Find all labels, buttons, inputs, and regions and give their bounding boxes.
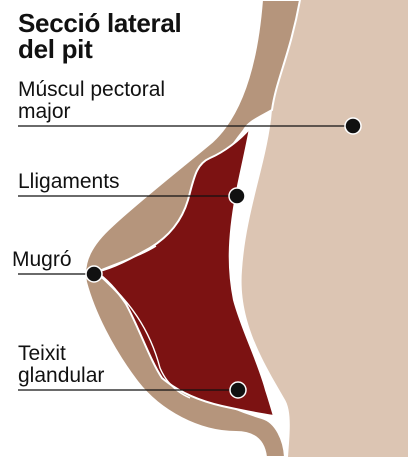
ligaments-label: Lligaments [18, 170, 120, 193]
pectoral-label-line-2: major [18, 100, 71, 123]
nipple-marker-dot [86, 266, 102, 282]
diagram-title-line-2: del pit [18, 36, 92, 62]
glandular-label-line-2: glandular [18, 364, 104, 387]
pectoral-label-line-1: Múscul pectoral [18, 78, 165, 101]
glandular-marker-dot [230, 382, 246, 398]
pectoral-marker-dot [345, 118, 361, 134]
glandular-label-line-1: Teixit [18, 342, 66, 365]
nipple-label: Mugró [12, 248, 72, 271]
diagram-title-line-1: Secció lateral [18, 10, 181, 36]
ligaments-marker-dot [229, 188, 245, 204]
